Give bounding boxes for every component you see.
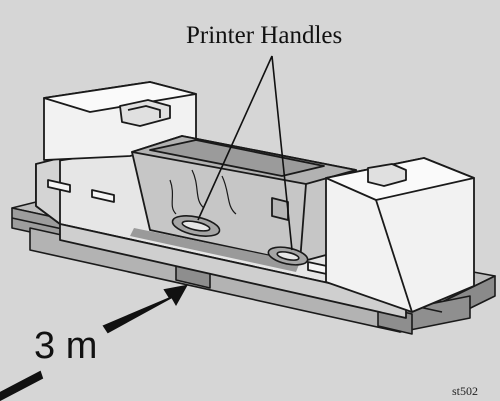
distance-label: 3 m bbox=[34, 325, 98, 367]
left-foam-end-cap bbox=[43, 81, 197, 161]
right-foam-end-cap bbox=[325, 157, 475, 313]
callout-leader-lines bbox=[197, 55, 293, 251]
arrow-icon bbox=[102, 284, 188, 334]
direction-arrows bbox=[0, 284, 188, 401]
figure-id: st502 bbox=[452, 384, 479, 398]
printer-handles bbox=[171, 215, 309, 266]
printer-handles-label: Printer Handles bbox=[186, 22, 343, 49]
printer-body bbox=[130, 135, 357, 272]
arrow-tail-icon bbox=[0, 370, 44, 401]
